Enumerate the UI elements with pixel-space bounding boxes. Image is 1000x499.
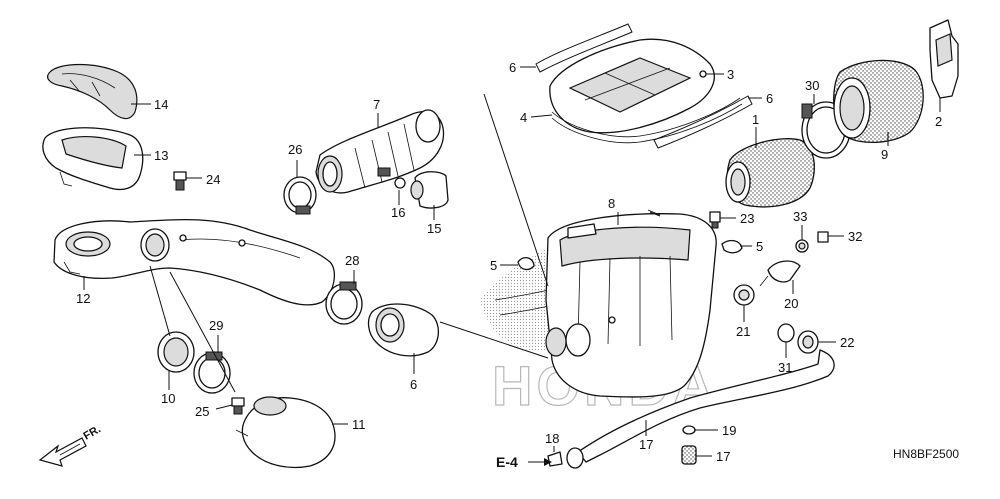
part-3-cleaner-cover [549,38,715,134]
callout-17: 15 [427,221,441,236]
front-direction-arrow: FR. [38,423,103,467]
callout-13: 11 [352,417,366,432]
leader-lines [83,66,941,457]
part-21-clip [682,425,696,435]
part-10-cleaner-case [545,209,717,398]
part-27-bolt [231,397,245,415]
callout-23: 21 [736,324,750,339]
callout-2: 2 [935,114,942,129]
callout-5-left: 5 [490,258,497,273]
callout-14: 12 [76,291,90,306]
callout-22: 20 [784,296,798,311]
callout-10: 8 [608,196,615,211]
front-arrow-icon [38,437,87,467]
callout-labels: 14 13 24 12 26 7 16 15 28 6 29 10 25 11 … [76,60,942,464]
callout-4: 4 [520,110,527,125]
part-12-ring [157,331,195,373]
part-7-plug [681,445,697,465]
reference-e4: E-4 [496,454,552,470]
callout-29-lower: 29 [209,318,223,333]
callout-9: 7 [373,97,380,112]
callout-30: 30 [805,78,819,93]
part-24-grommet [797,330,819,354]
callout-18: 16 [391,205,405,220]
front-direction-label: FR. [82,423,103,442]
callout-3: 3 [727,67,734,82]
part-19-drain-tube [566,349,835,469]
part-9-intake-boot [315,109,445,194]
part-26-bolt [173,171,187,191]
part-14-intake-duct [53,218,336,306]
part-29-clamp-upper [325,281,363,325]
part-1-air-element [725,138,815,208]
callout-12: 10 [161,391,175,406]
callout-11: 9 [881,147,888,162]
part-20-clip [547,451,563,467]
part-5-clip-right [721,239,743,254]
callout-26: 24 [206,172,220,187]
part-4-gasket [551,97,743,144]
callout-5-right: 5 [756,239,763,254]
part-2-bracket [929,19,959,99]
callout-28: 26 [288,142,302,157]
callout-32: 32 [848,229,862,244]
callout-16: 14 [154,97,168,112]
part-6-clip-right [653,95,753,149]
part-22-drain-valve [759,260,801,287]
part-29-clamp-lower [193,351,231,394]
callout-25: 23 [740,211,754,226]
part-32-screw [817,231,829,243]
part-15-duct-cover [42,127,144,191]
part-33-washer [795,239,809,253]
callout-6-upper: 6 [509,60,516,75]
reference-label: E-4 [496,454,518,470]
callout-1: 1 [752,112,759,127]
part-25-screw [709,211,721,229]
callout-8: 6 [410,377,417,392]
part-6-clip-upper [535,23,633,73]
callout-15: 13 [154,148,168,163]
callout-21: 19 [722,423,736,438]
callout-24: 22 [840,335,854,350]
part-23-grommet [733,284,755,306]
callout-27: 25 [195,404,209,419]
part-5-clip-left [517,256,535,271]
callout-29-upper: 28 [345,253,359,268]
part-18-clip [394,177,406,189]
callout-33: 33 [793,209,807,224]
part-13-lower-duct [235,396,336,469]
callout-6-right: 6 [766,91,773,106]
callout-19: 17 [639,437,653,452]
part-31-grommet [777,323,795,343]
callout-7: 17 [716,449,730,464]
part-17-resonator [410,171,449,209]
part-8-connecting-tube [367,303,439,357]
part-11-outer-filter [833,59,924,144]
part-16-cover [47,63,138,120]
diagram-code: HN8BF2500 [893,447,959,461]
part-28-clamp [283,176,317,215]
callout-31: 31 [778,360,792,375]
callout-20: 18 [545,431,559,446]
